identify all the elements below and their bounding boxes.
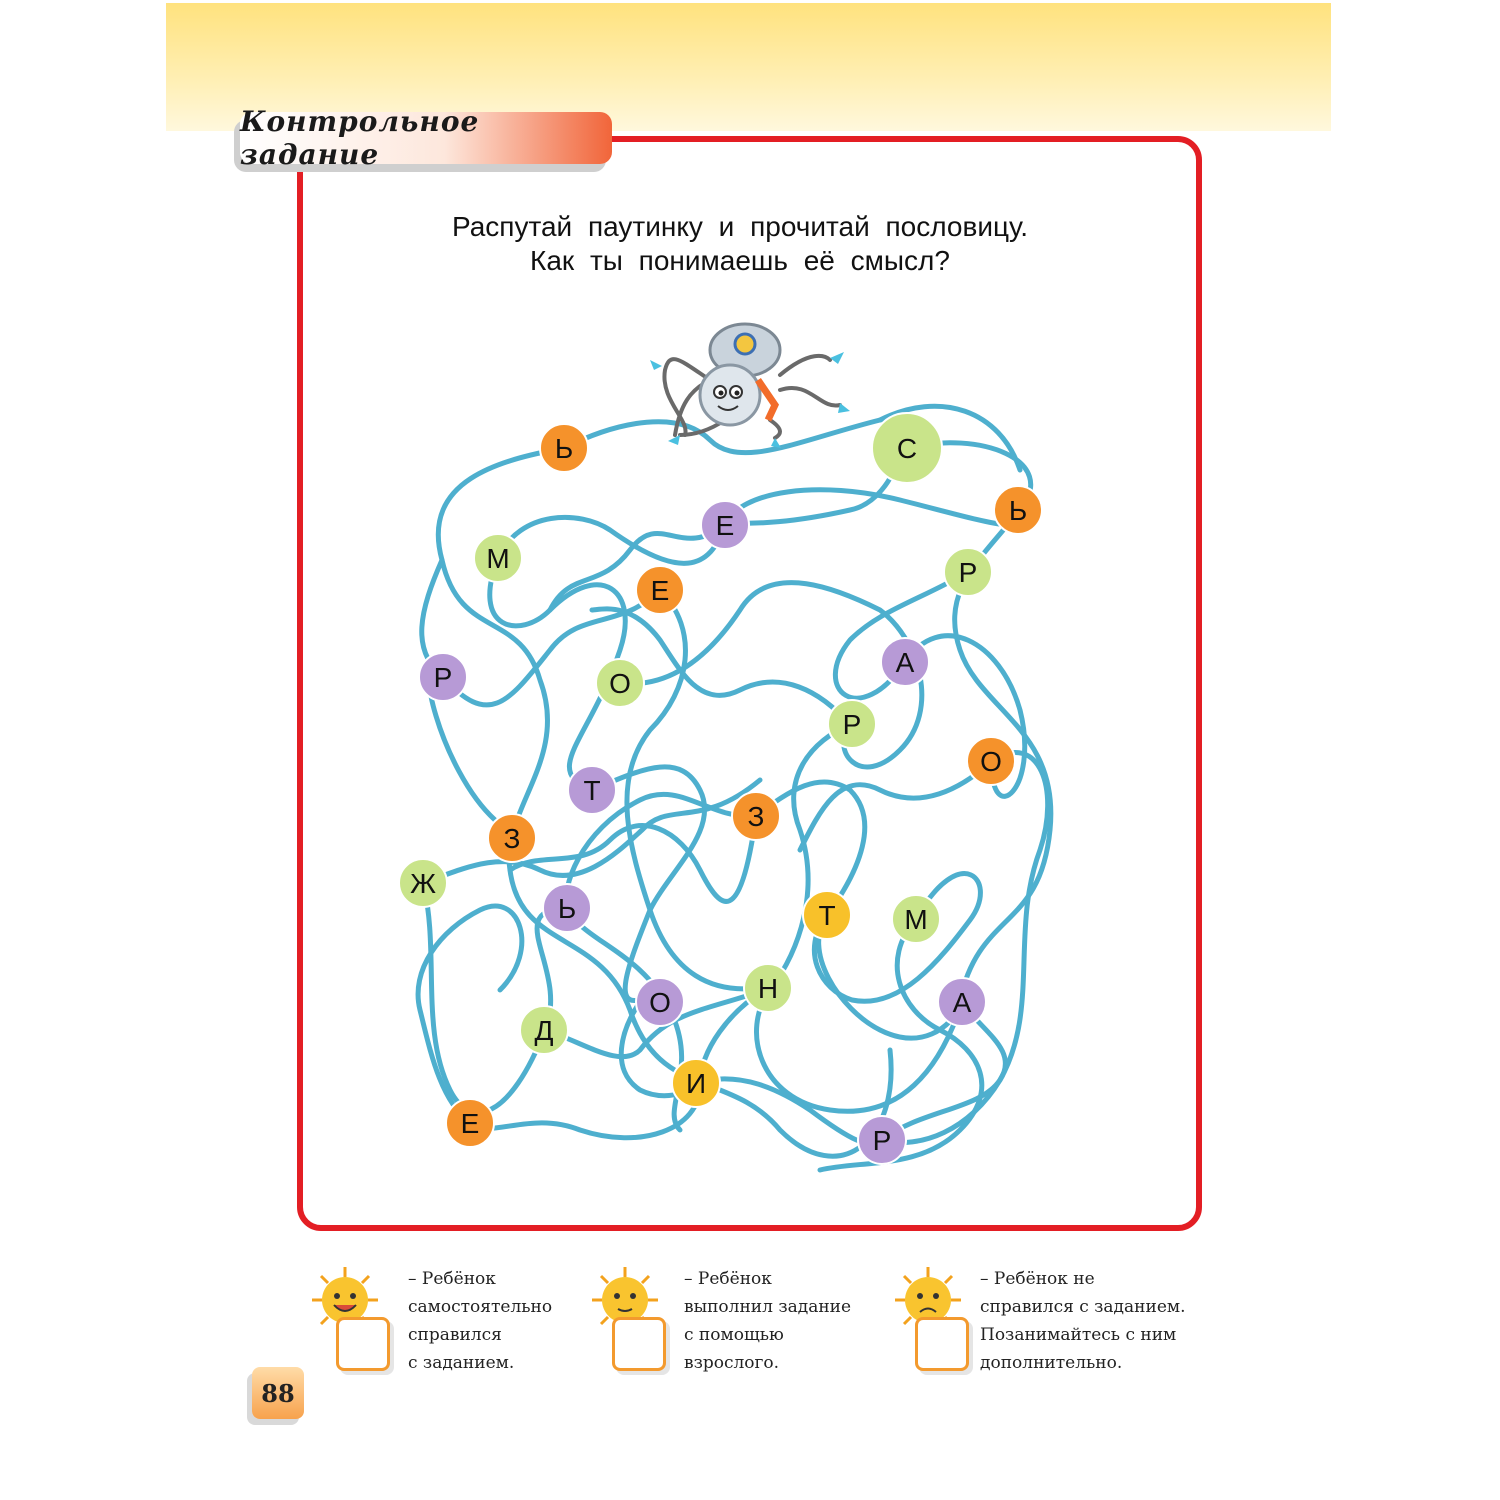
- letter-circle: [966, 736, 1016, 786]
- section-tab: Контрольное задание: [240, 105, 612, 171]
- letter-label: Ь: [1009, 495, 1027, 526]
- letter-circle: [542, 883, 592, 933]
- letter-node: М: [473, 533, 523, 583]
- neutral-sun-icon: [592, 1267, 658, 1333]
- letter-label: О: [649, 987, 671, 1018]
- letter-node: М: [891, 894, 941, 944]
- letter-label: З: [748, 801, 765, 832]
- letter-label: Р: [434, 662, 453, 693]
- letter-node: Д: [519, 1005, 569, 1055]
- letter-label: Ж: [410, 868, 436, 899]
- letter-circle: [519, 1005, 569, 1055]
- letter-node: И: [671, 1058, 721, 1108]
- letter-label: С: [897, 433, 917, 464]
- letter-circle: [827, 699, 877, 749]
- letter-label: Т: [583, 775, 600, 806]
- letter-node: Е: [445, 1098, 495, 1148]
- assessment-checkbox[interactable]: [612, 1317, 666, 1371]
- instruction-line-1: Распутай паутинку и прочитай пословицу.: [451, 211, 1028, 242]
- letter-node: О: [595, 658, 645, 708]
- assessment-checkbox[interactable]: [336, 1317, 390, 1371]
- letter-label: О: [980, 746, 1002, 777]
- letter-label: Н: [758, 973, 778, 1004]
- instruction-line-2: Как ты понимаешь её смысл?: [530, 245, 950, 276]
- legend-text: – Ребёнок выполнил задание с помощью взр…: [684, 1269, 852, 1373]
- letter-circle: [635, 565, 685, 615]
- sad-sun-icon: [895, 1267, 961, 1333]
- letter-circle: [418, 652, 468, 702]
- letter-circle: [993, 485, 1043, 535]
- letter-node: Р: [418, 652, 468, 702]
- letter-label: Ь: [555, 433, 573, 464]
- section-title: Контрольное задание: [240, 105, 480, 171]
- letter-circle: [635, 977, 685, 1027]
- letter-circle: [891, 894, 941, 944]
- letter-node: О: [635, 977, 685, 1027]
- letter-node: Ь: [542, 883, 592, 933]
- letter-node: Р: [943, 547, 993, 597]
- letter-label: Е: [461, 1108, 480, 1139]
- letter-circle: [671, 1058, 721, 1108]
- letter-node: О: [966, 736, 1016, 786]
- letter-node: Ж: [398, 858, 448, 908]
- letter-node: З: [731, 791, 781, 841]
- letter-circle: [880, 637, 930, 687]
- letter-node: Р: [857, 1115, 907, 1165]
- letter-label: Р: [843, 709, 862, 740]
- header-band: [166, 3, 1331, 131]
- letter-circle: [473, 533, 523, 583]
- letter-node: Ь: [993, 485, 1043, 535]
- letter-node: А: [880, 637, 930, 687]
- letter-label: Р: [873, 1125, 892, 1156]
- letter-node: Ь: [539, 423, 589, 473]
- letter-label: Р: [959, 557, 978, 588]
- yarn-threads: [415, 403, 1054, 1173]
- letter-circle: [487, 813, 537, 863]
- letter-label: Т: [818, 900, 835, 931]
- letter-circle: [445, 1098, 495, 1148]
- letter-node: Т: [802, 890, 852, 940]
- letter-label: А: [896, 647, 915, 678]
- letter-node: Е: [635, 565, 685, 615]
- letter-label: И: [686, 1068, 706, 1099]
- letter-label: Е: [716, 510, 735, 541]
- legend-text: – Ребёнок самостоятельно справился с зад…: [408, 1269, 553, 1373]
- letter-label: Д: [535, 1015, 554, 1046]
- letter-label: М: [486, 543, 509, 574]
- letter-node: Р: [827, 699, 877, 749]
- assessment-checkbox[interactable]: [915, 1317, 969, 1371]
- letter-label: Е: [651, 575, 670, 606]
- letter-circle: [539, 423, 589, 473]
- letter-node: З: [487, 813, 537, 863]
- letter-label: М: [904, 904, 927, 935]
- letter-circle: [700, 500, 750, 550]
- letter-circle: [871, 412, 943, 484]
- letter-node: Т: [567, 765, 617, 815]
- legend-text: – Ребёнок не справился с заданием. Позан…: [980, 1269, 1186, 1373]
- letter-node: А: [937, 977, 987, 1027]
- letter-node: Н: [743, 963, 793, 1013]
- spider-illustration: [650, 322, 850, 448]
- letter-node: С: [871, 412, 943, 484]
- instruction: Распутай паутинку и прочитай пословицу. …: [380, 210, 1100, 278]
- letter-label: О: [609, 668, 631, 699]
- letter-circle: [743, 963, 793, 1013]
- letter-circle: [857, 1115, 907, 1165]
- letter-label: З: [504, 823, 521, 854]
- letter-circle: [731, 791, 781, 841]
- letter-circle: [595, 658, 645, 708]
- letter-label: Ь: [558, 893, 576, 924]
- yarn-maze: Ь С Ь Е М Е Р Р О А Р О Т З З Ж Ь Т М О Н А Д И Е Р: [398, 322, 1054, 1173]
- letter-circle: [937, 977, 987, 1027]
- letter-circle: [398, 858, 448, 908]
- letter-node: Е: [700, 500, 750, 550]
- page-number: 88: [252, 1367, 304, 1419]
- letter-circle: [943, 547, 993, 597]
- letter-circle: [567, 765, 617, 815]
- letter-circle: [802, 890, 852, 940]
- letter-label: А: [953, 987, 972, 1018]
